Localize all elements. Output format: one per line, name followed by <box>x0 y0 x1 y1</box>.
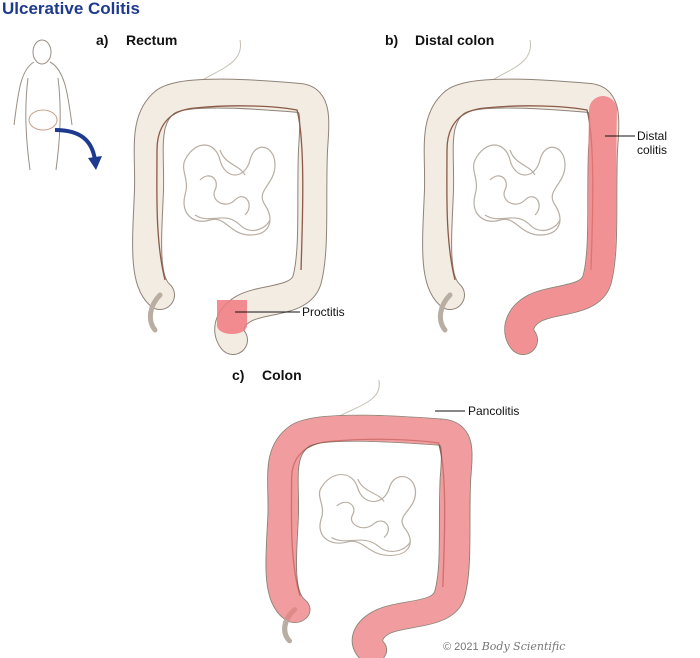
brand-logo: Body Scientific <box>481 640 566 653</box>
panel-name: Rectum <box>126 32 178 48</box>
callout-distal-colitis: Distal colitis <box>637 129 668 157</box>
colon-pancolitis <box>281 380 457 658</box>
colon-distal <box>437 40 604 340</box>
panel-a-label: a) Rectum <box>96 32 177 48</box>
diagram-title: Ulcerative Colitis <box>2 0 140 18</box>
copyright: © 2021 Body Scientific <box>443 640 565 653</box>
panel-letter: c) <box>232 367 245 383</box>
callout-pancolitis: Pancolitis <box>468 404 520 418</box>
pointer-arrow-icon <box>54 128 97 161</box>
panel-name: Distal colon <box>415 32 495 48</box>
panel-name: Colon <box>262 367 302 383</box>
colon-rectum <box>147 40 314 340</box>
callout-proctitis: Proctitis <box>302 305 345 319</box>
copyright-text: © 2021 <box>443 641 479 653</box>
panel-letter: a) <box>96 32 109 48</box>
panel-letter: b) <box>385 32 399 48</box>
panel-b-label: b) Distal colon <box>385 32 494 48</box>
panel-c-label: c) Colon <box>232 367 302 383</box>
body-figure-thumbnail <box>13 39 73 171</box>
